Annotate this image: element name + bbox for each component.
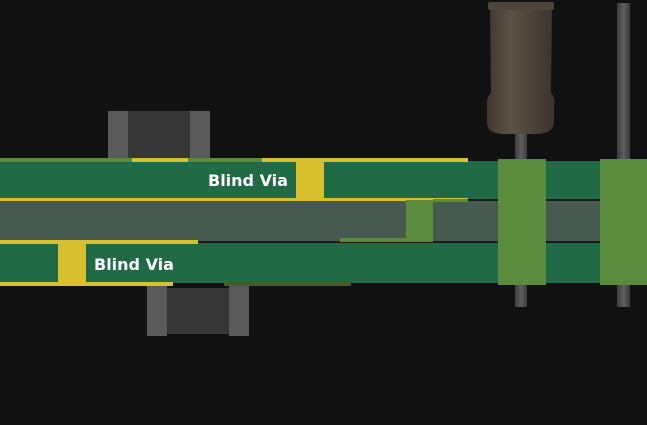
copper-trace: [0, 198, 300, 201]
capacitor-lead-bottom: [515, 283, 527, 307]
layer-separator: [0, 241, 647, 243]
capacitor-body: [486, 4, 555, 134]
smd-terminal-left: [108, 111, 128, 161]
blind-via-lower-plating: [58, 242, 86, 285]
smd-terminal-right: [229, 286, 249, 336]
through-hole-pin: [617, 3, 630, 307]
smd-pad: [0, 158, 132, 162]
buried-via-pad: [433, 199, 468, 202]
blind-via-upper-trace: [324, 198, 468, 201]
copper-trace: [0, 240, 198, 244]
buried-via-pad: [340, 238, 406, 242]
plated-through-hole-capacitor: [498, 159, 546, 285]
blind-via-upper-plating: [296, 159, 324, 201]
smd-terminal-right: [190, 111, 210, 161]
smd-pad: [188, 158, 262, 162]
smd-body: [128, 111, 190, 159]
buried-via: [406, 200, 433, 242]
core-layer: [0, 201, 647, 241]
smd-terminal-left: [147, 286, 167, 336]
blind-via-upper-label: Blind Via: [208, 171, 288, 190]
plated-through-hole-pin: [600, 159, 647, 285]
pin-lead-top: [617, 3, 630, 163]
through-hole-capacitor: [486, 2, 555, 307]
blind-via-lower-label: Blind Via: [94, 255, 174, 274]
copper-trace: [0, 282, 173, 286]
smd-body: [167, 288, 229, 334]
smd-pad: [224, 282, 351, 286]
pin-lead-bottom: [617, 283, 630, 307]
bottom-smd-component: [147, 286, 249, 336]
top-smd-component: [108, 111, 210, 161]
pcb-layer-stack: [0, 158, 647, 286]
capacitor-cap-top: [488, 2, 554, 10]
